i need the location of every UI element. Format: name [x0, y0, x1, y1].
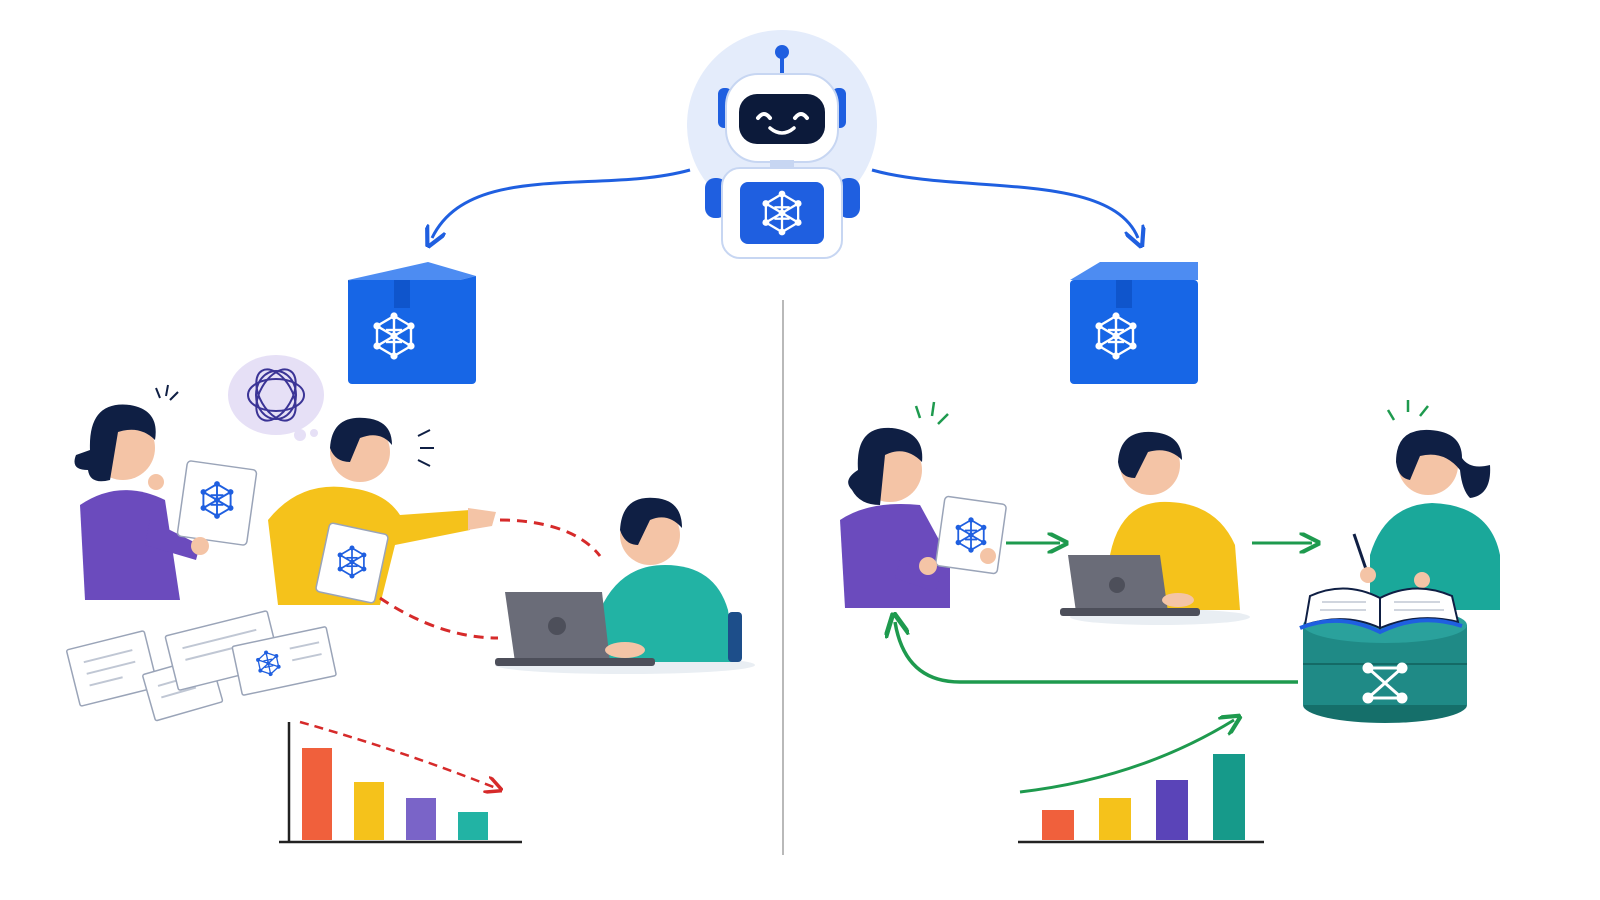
- decline-bar-3: [406, 798, 436, 840]
- man-at-laptop-right: [1060, 431, 1250, 625]
- model-box-right: [1070, 262, 1198, 384]
- arrow-robot-to-right-box: [871, 168, 1138, 238]
- man-gesturing-left: [268, 417, 496, 605]
- man-at-laptop-left: [495, 497, 755, 674]
- decline-chart: [279, 720, 522, 844]
- arrow-robot-to-left-box: [432, 168, 691, 238]
- decline-bar-1: [302, 748, 332, 840]
- scattered-papers: [66, 610, 337, 722]
- broken-handoff-arrow-top: [499, 518, 602, 557]
- decline-bar-4: [458, 812, 488, 840]
- growth-chart: [1018, 720, 1264, 844]
- confused-thought-bubble: [228, 355, 324, 441]
- woman-writing-right: [1352, 400, 1500, 610]
- growth-bar-1: [1042, 810, 1074, 840]
- broken-handoff-arrow-bottom: [379, 596, 499, 640]
- growth-bar-3: [1156, 780, 1188, 840]
- open-book: [1299, 587, 1463, 635]
- feedback-loop-arrow: [895, 622, 1298, 684]
- model-box-left: [348, 262, 476, 384]
- decline-trend-arrow: [299, 720, 496, 788]
- growth-trend-arrow: [1019, 720, 1234, 794]
- woman-reading-left: [74, 384, 258, 600]
- growth-bar-2: [1099, 798, 1131, 840]
- woman-reading-right: [840, 401, 1007, 608]
- decline-bar-2: [354, 782, 384, 840]
- ai-robot: [687, 30, 877, 259]
- growth-bar-4: [1213, 754, 1245, 840]
